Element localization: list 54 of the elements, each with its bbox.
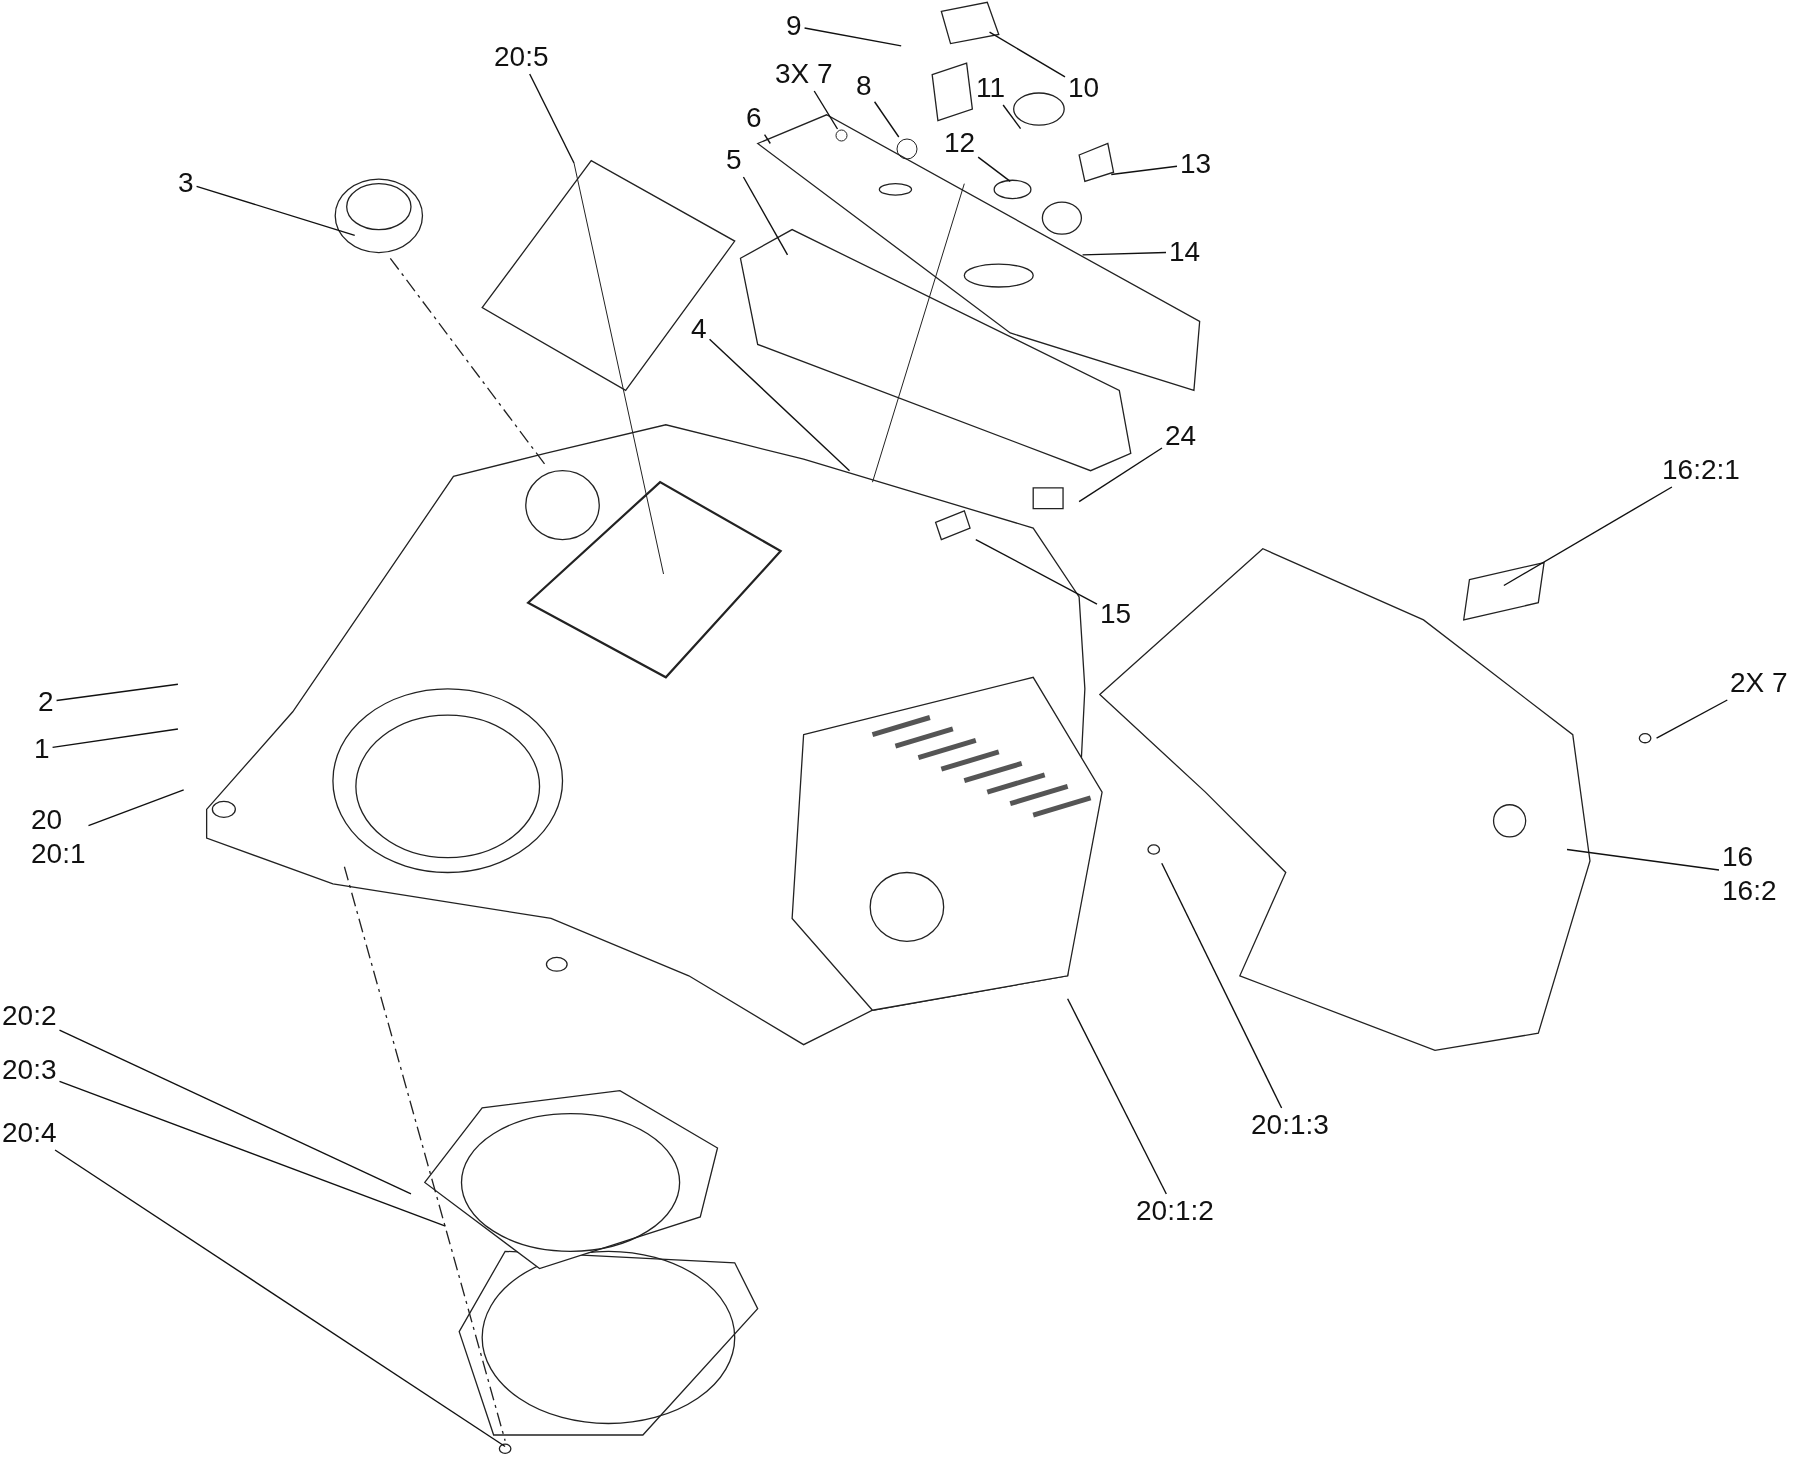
callout-number: 12: [944, 126, 976, 160]
leader-line: [195, 185, 356, 237]
leader-line: [51, 728, 179, 749]
leader-line: [1110, 165, 1178, 176]
leader-line: [813, 90, 839, 130]
callout-number: 5: [726, 143, 742, 177]
callout-number: 6: [746, 101, 762, 135]
callout-number: 20:1: [31, 837, 86, 871]
leader-line: [58, 1080, 447, 1227]
leader-line: [1002, 104, 1022, 130]
callout-number: 16:2:1: [1662, 453, 1740, 487]
callout-number: 20:1:3: [1251, 1108, 1329, 1142]
callout-number: 13: [1180, 147, 1212, 181]
leader-line: [708, 338, 851, 472]
callout-number: 11: [976, 71, 1006, 105]
callout-number: 20:3: [2, 1053, 57, 1087]
callout-number: 3X 7: [775, 57, 833, 91]
leader-line: [988, 31, 1066, 78]
leader-line: [54, 1149, 506, 1448]
callout-number: 9: [786, 9, 802, 43]
leader-line: [58, 1029, 412, 1195]
leader-line: [873, 101, 900, 138]
leader-line: [1655, 699, 1728, 739]
callout-number: 20:4: [2, 1116, 57, 1150]
callout-number: 16:2: [1722, 874, 1777, 908]
leader-line: [975, 538, 1098, 605]
callout-number: 24: [1165, 419, 1197, 453]
callout-number: 15: [1100, 597, 1132, 631]
callout-number: 10: [1068, 71, 1100, 105]
leader-line: [1078, 447, 1163, 503]
leader-line: [1161, 862, 1283, 1109]
callout-number: 2X 7: [1730, 666, 1788, 700]
leader-line: [763, 133, 771, 145]
callout-number: 8: [856, 69, 872, 103]
callout-number: 20:2: [2, 999, 57, 1033]
callout-number: 4: [691, 312, 707, 346]
callout-number: 20: [31, 803, 64, 837]
leader-line: [1503, 486, 1673, 587]
callout-number: 1: [34, 732, 50, 766]
callout-number: 20:1:2: [1136, 1194, 1214, 1228]
leader-line: [803, 27, 902, 47]
leader-line: [1081, 251, 1167, 256]
leader-line: [1566, 848, 1720, 871]
callout-number: 14: [1169, 235, 1201, 269]
callout-number: 20:5: [494, 40, 549, 74]
leader-line: [529, 73, 575, 164]
leader-line: [55, 683, 179, 702]
leader-line: [742, 176, 789, 256]
callout-number: 3: [178, 166, 194, 200]
leader-line: [1066, 998, 1168, 1195]
callout-number: 2: [38, 685, 54, 719]
callout-number: 16: [1722, 840, 1755, 874]
leader-line: [87, 789, 185, 827]
leader-line: [977, 156, 1011, 183]
